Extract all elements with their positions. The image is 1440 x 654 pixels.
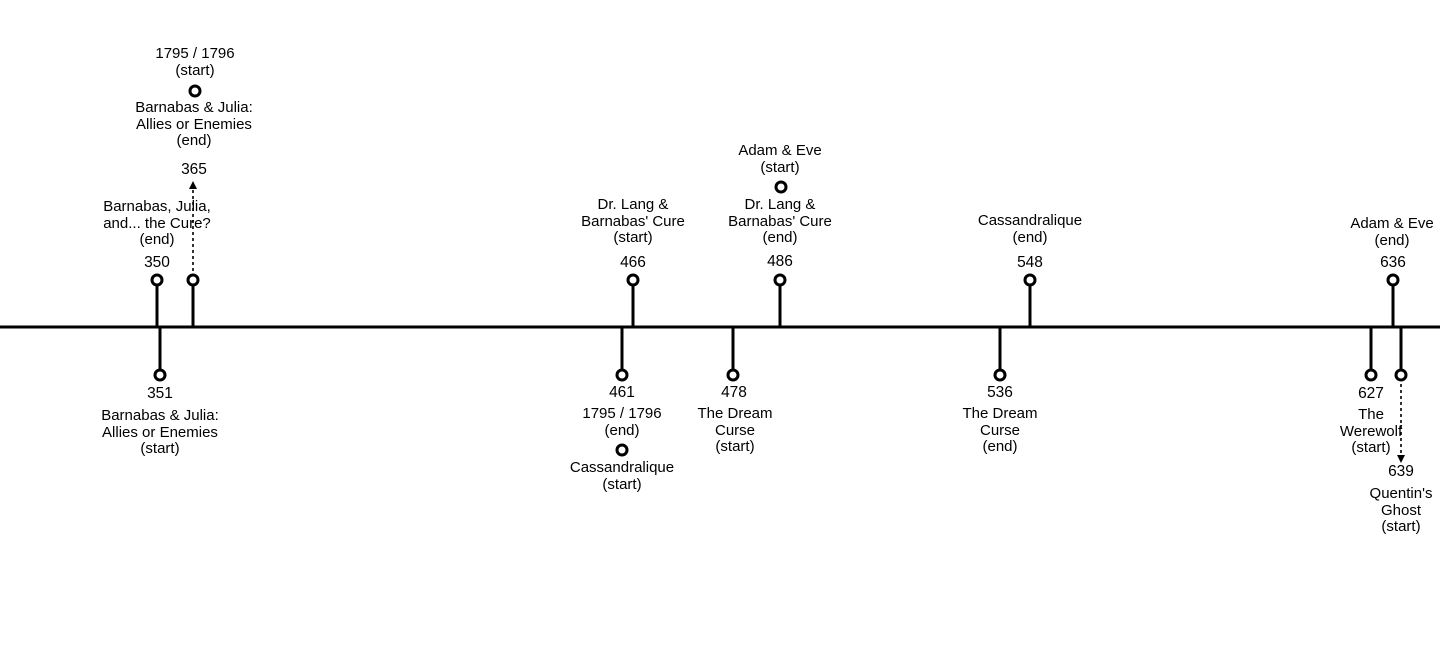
- marker-number-351: 351: [147, 385, 173, 402]
- marker-label-636: Adam & Eve (end): [1350, 215, 1434, 249]
- marker-350: [150, 273, 164, 287]
- marker-461-extra: [615, 443, 629, 457]
- marker-label-350: Barnabas, Julia, and... the Cure? (end): [103, 198, 211, 248]
- marker-number-627: 627: [1358, 385, 1384, 402]
- marker-number-636: 636: [1380, 254, 1406, 271]
- marker-label-365: Barnabas & Julia: Allies or Enemies (end…: [135, 99, 253, 149]
- marker-label-627: The Werewolf (start): [1339, 406, 1403, 456]
- marker-365: [186, 273, 200, 287]
- marker-548: [1023, 273, 1037, 287]
- marker-number-478: 478: [721, 384, 747, 401]
- marker-label-466: Dr. Lang & Barnabas' Cure (start): [581, 196, 685, 246]
- marker-extra-365: 1795 / 1796 (start): [155, 45, 235, 79]
- marker-351: [153, 368, 167, 382]
- marker-number-536: 536: [987, 384, 1013, 401]
- marker-486-extra: [774, 180, 788, 194]
- marker-label-639: Quentin's Ghost (start): [1369, 485, 1433, 535]
- marker-365-extra: [188, 84, 202, 98]
- marker-label-461: 1795 / 1796 (end): [582, 405, 662, 439]
- marker-number-466: 466: [620, 254, 646, 271]
- marker-639: [1394, 368, 1408, 382]
- marker-number-486: 486: [767, 253, 793, 270]
- marker-number-548: 548: [1017, 254, 1043, 271]
- marker-627: [1364, 368, 1378, 382]
- marker-number-350: 350: [144, 254, 170, 271]
- marker-label-478: The Dream Curse (start): [697, 405, 773, 455]
- marker-number-639: 639: [1388, 463, 1414, 480]
- marker-478: [726, 368, 740, 382]
- marker-461: [615, 368, 629, 382]
- marker-label-486: Dr. Lang & Barnabas' Cure (end): [728, 196, 832, 246]
- marker-486: [773, 273, 787, 287]
- marker-536: [993, 368, 1007, 382]
- marker-label-548: Cassandralique (end): [977, 212, 1083, 246]
- marker-label-351: Barnabas & Julia: Allies or Enemies (sta…: [101, 407, 219, 457]
- marker-number-461: 461: [609, 384, 635, 401]
- marker-extra-486: Adam & Eve (start): [738, 142, 822, 176]
- marker-number-365: 365: [181, 161, 207, 178]
- marker-636: [1386, 273, 1400, 287]
- marker-extra-461: Cassandralique (start): [569, 459, 675, 493]
- marker-466: [626, 273, 640, 287]
- marker-label-536: The Dream Curse (end): [962, 405, 1038, 455]
